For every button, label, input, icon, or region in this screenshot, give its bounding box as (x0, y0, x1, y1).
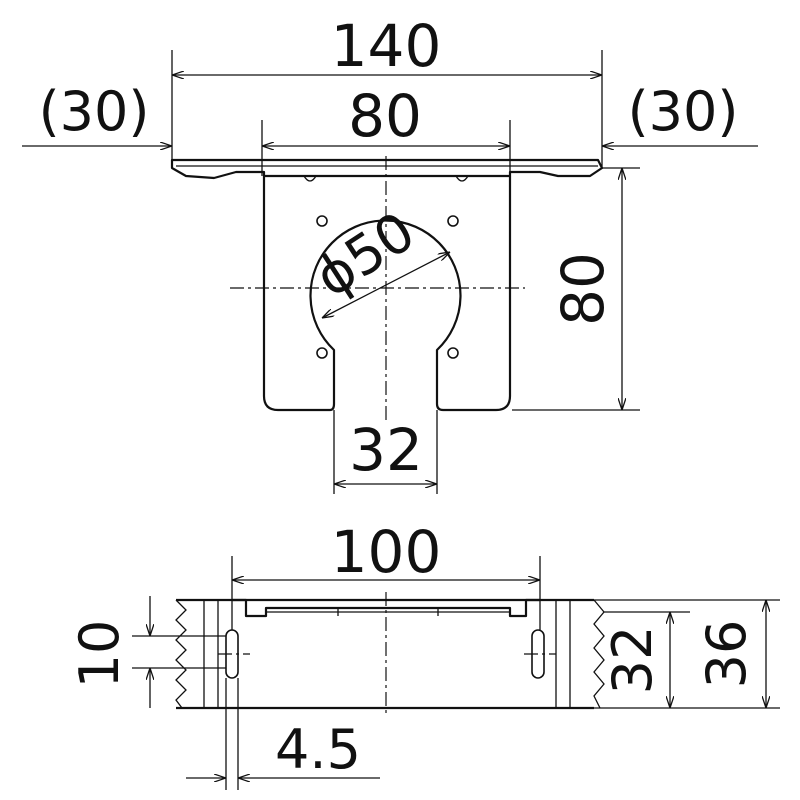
dim-inner-width: 100 (331, 518, 442, 586)
mount-hole-top-right (447, 215, 459, 227)
mount-hole-bottom-right (447, 347, 459, 359)
side-inner-profile (232, 598, 540, 618)
mount-hole-bottom-left (316, 347, 328, 359)
dim-line-phi50 (322, 252, 450, 318)
dim-body-width: 80 (348, 82, 422, 150)
dim-height: 80 (549, 252, 617, 326)
dim-overall-width: 140 (331, 12, 442, 80)
notch-right (455, 175, 469, 182)
break-line-left (175, 599, 187, 709)
dim-inner-height: 32 (601, 626, 664, 695)
notch-left (303, 175, 317, 182)
dim-slot-length: 10 (68, 620, 131, 689)
dim-slot-width-side: 4.5 (275, 718, 361, 781)
bracket-body (262, 176, 512, 412)
break-line-right (593, 599, 605, 709)
mount-hole-top-left (316, 215, 328, 227)
dim-overall-height: 36 (695, 620, 758, 689)
top-view: 140 80 (30) (30) 80 ϕ50 32 (22, 12, 758, 494)
dim-left-flange: (30) (39, 80, 150, 143)
dim-right-flange: (30) (628, 80, 739, 143)
side-view: 100 10 4.5 32 36 (68, 518, 780, 790)
bracket-flange (170, 158, 604, 180)
dim-slot-width: 32 (349, 416, 423, 484)
